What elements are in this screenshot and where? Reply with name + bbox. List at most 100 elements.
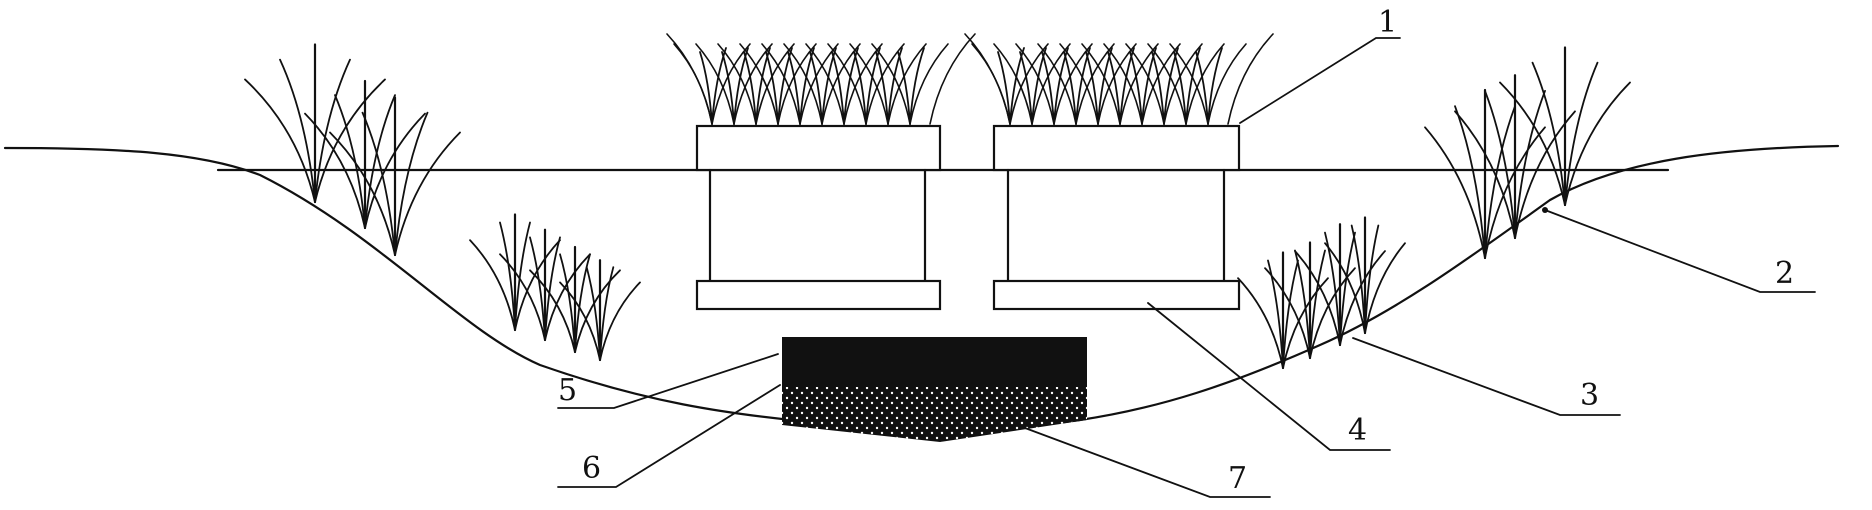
- leader-line-1: [1239, 37, 1401, 124]
- plant-blade: [1063, 51, 1077, 125]
- label-5: 5: [558, 373, 577, 408]
- floating-bed-left-top: [695, 124, 942, 172]
- plant-blade: [1119, 47, 1135, 125]
- plant-blade: [909, 43, 949, 125]
- plant-blade: [733, 47, 749, 125]
- plant-blade: [1195, 51, 1209, 125]
- plant-blade: [1324, 242, 1366, 334]
- plant-blade: [871, 43, 911, 125]
- plant-blade: [599, 266, 615, 361]
- plant-blade: [875, 51, 889, 125]
- plant-blade: [1207, 43, 1247, 125]
- plant-blade: [1499, 81, 1566, 206]
- plant-blade: [1454, 105, 1486, 259]
- plant-blade: [1151, 51, 1165, 125]
- floating-bed-right-top: [992, 124, 1241, 172]
- leader-line-6: [557, 384, 781, 488]
- floating-bed-right: [992, 124, 1241, 311]
- plant-blade: [364, 94, 396, 229]
- plant-blade: [843, 47, 859, 125]
- callout-3: 3: [1352, 337, 1621, 416]
- plant-blade: [1173, 51, 1187, 125]
- callout-5: 5: [557, 353, 779, 409]
- plant-blade: [529, 236, 546, 341]
- plant-blade: [574, 269, 621, 353]
- label-1: 1: [1378, 5, 1397, 40]
- plant-blade: [897, 51, 911, 125]
- plant-blade: [1009, 47, 1025, 125]
- plant-blade: [314, 78, 386, 203]
- leader-line-2: [1544, 209, 1816, 293]
- plant-blade: [1041, 51, 1055, 125]
- plant-blade: [1141, 47, 1157, 125]
- plant-blade: [1424, 126, 1486, 259]
- plant-blade: [743, 51, 757, 125]
- plant-blade: [721, 51, 735, 125]
- plant-blade: [1185, 43, 1225, 125]
- label-6: 6: [582, 451, 601, 486]
- plant-blade: [1237, 277, 1284, 369]
- plant-blade: [1309, 267, 1356, 359]
- plant-blade: [1514, 90, 1546, 239]
- filter-block-upper-layer: [782, 337, 1087, 387]
- plant-blade: [1207, 47, 1223, 125]
- label-4: 4: [1348, 413, 1367, 448]
- plant-blade: [544, 253, 591, 341]
- callout-7: 7: [1024, 427, 1271, 498]
- plant-blade: [809, 51, 823, 125]
- plant-blade: [1531, 61, 1566, 206]
- plant-blade: [666, 33, 713, 125]
- plant-blade: [1103, 43, 1143, 125]
- plant-blade: [1059, 43, 1099, 125]
- label-2: 2: [1775, 256, 1794, 291]
- plant-blade: [529, 269, 576, 353]
- plant-blade: [1484, 90, 1516, 239]
- plant-blade: [314, 58, 351, 203]
- plant-blade: [1185, 47, 1201, 125]
- plant-blade: [514, 239, 561, 331]
- floating-bed-left-bottom: [695, 279, 942, 311]
- plant-blade: [1163, 47, 1179, 125]
- plant-blade: [849, 43, 889, 125]
- plant-blade: [1085, 51, 1099, 125]
- leader-line-7: [1024, 427, 1271, 498]
- floating-bed-right-bottom: [992, 279, 1241, 311]
- plant-blade: [244, 78, 316, 203]
- vegetation-upper-right-bank: [1424, 46, 1631, 260]
- vegetation-on-right-bed: [964, 33, 1274, 125]
- plant-blade: [394, 111, 429, 256]
- vegetation-upper-left-bank: [244, 43, 461, 257]
- plant-blade: [1015, 43, 1055, 125]
- plant-blade: [1564, 61, 1599, 206]
- plant-blade: [699, 51, 713, 125]
- plant-blade: [964, 33, 1011, 125]
- plant-blade: [765, 51, 779, 125]
- plant-blade: [499, 221, 516, 331]
- plant-blade: [1107, 51, 1121, 125]
- plant-blade: [1294, 250, 1341, 346]
- plant-blade: [695, 43, 735, 125]
- plant-blade: [1031, 47, 1047, 125]
- plant-blade: [831, 51, 845, 125]
- plant-blade: [1081, 43, 1121, 125]
- plant-blade: [853, 51, 867, 125]
- plant-blade: [559, 281, 601, 361]
- plant-blade: [805, 43, 845, 125]
- plant-blade: [559, 253, 576, 353]
- plant-blade: [499, 253, 546, 341]
- plant-blade: [361, 111, 396, 256]
- plant-blade: [1309, 249, 1326, 359]
- vegetation-lower-left-bank: [469, 213, 641, 362]
- leader-line-5: [557, 353, 779, 409]
- plant-blade: [865, 43, 905, 125]
- plant-blade: [1037, 43, 1077, 125]
- plant-blade: [334, 94, 366, 229]
- label-3: 3: [1580, 378, 1599, 413]
- plant-blade: [279, 58, 316, 203]
- plant-blade: [1227, 33, 1274, 125]
- plant-blade: [1125, 43, 1165, 125]
- plant-blade: [761, 43, 801, 125]
- plant-blade: [1264, 267, 1311, 359]
- plant-blade: [1053, 47, 1069, 125]
